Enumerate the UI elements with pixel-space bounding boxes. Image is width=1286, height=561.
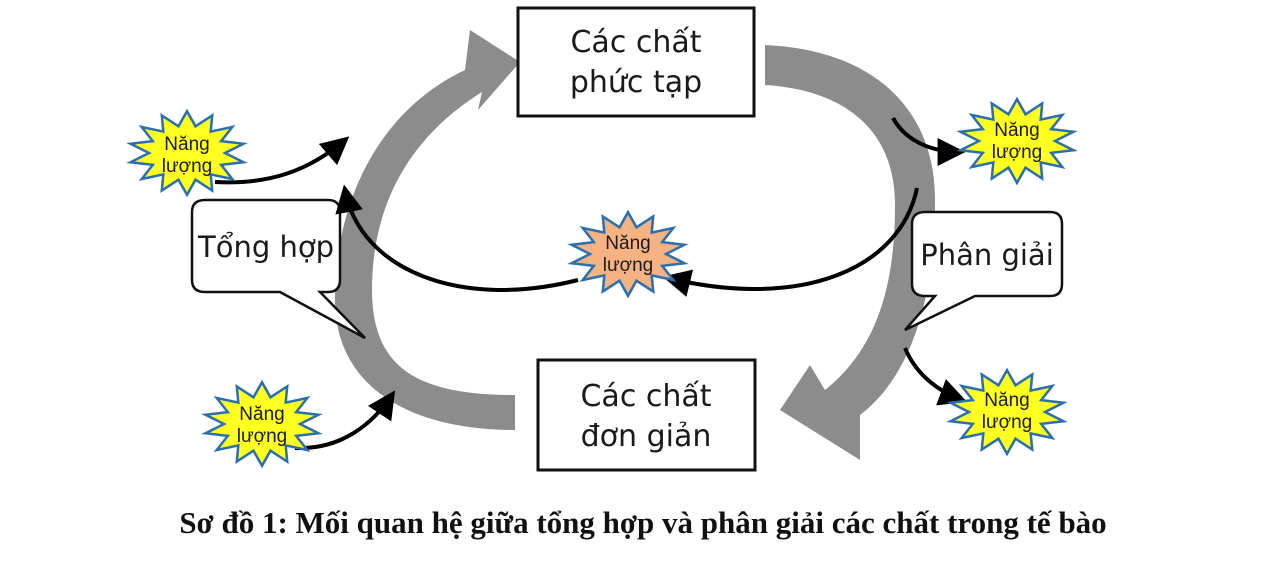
energy-out-arrow-top — [891, 116, 966, 166]
complex-box-line1: Các chất — [570, 25, 701, 60]
breakdown-cycle-arrow — [765, 45, 935, 460]
complex-box-line2: phức tạp — [570, 65, 702, 100]
energy-label-line2: lượng — [992, 142, 1043, 163]
energy-label-line1: Năng — [984, 390, 1029, 411]
simple-substances-box: Các chất đơn giản — [536, 358, 757, 472]
energy-in-arrow-top — [214, 136, 350, 185]
energy-transfer-arrow-left — [335, 184, 579, 292]
energy-label-line1: Năng — [994, 120, 1039, 141]
energy-burst-center: Năng lượng — [567, 209, 689, 299]
energy-label-line2: lượng — [603, 255, 654, 276]
synthesis-label: Tổng hợp — [197, 230, 334, 264]
energy-out-arrow-bottom — [903, 347, 968, 406]
energy-burst-top-right: Năng lượng — [956, 96, 1078, 186]
simple-box-line2: đơn giản — [581, 419, 712, 454]
diagram-canvas: Các chất phức tạp Các chất đơn giản Tổng… — [126, 6, 1078, 472]
energy-burst-bottom-left: Năng lượng — [201, 379, 323, 469]
energy-label-line1: Năng — [239, 404, 284, 425]
energy-label-line1: Năng — [164, 134, 209, 155]
energy-label-line2: lượng — [237, 426, 288, 447]
complex-substances-box: Các chất phức tạp — [516, 6, 756, 118]
simple-box-line1: Các chất — [580, 379, 711, 414]
energy-label-line2: lượng — [162, 156, 213, 177]
breakdown-callout: Phân giải — [904, 210, 1064, 332]
energy-transfer-arrow-right — [662, 187, 919, 297]
energy-label-line2: lượng — [982, 412, 1033, 433]
synthesis-callout: Tổng hợp — [190, 198, 366, 340]
diagram-caption: Sơ đồ 1: Mối quan hệ giữa tổng hợp và ph… — [179, 505, 1107, 540]
energy-burst-bottom-right: Năng lượng — [946, 367, 1068, 457]
synthesis-cycle-arrow — [335, 30, 520, 430]
breakdown-label: Phân giải — [920, 238, 1054, 272]
energy-burst-top-left: Năng lượng — [126, 108, 248, 198]
energy-in-arrow-bottom — [294, 390, 396, 451]
energy-label-line1: Năng — [605, 233, 650, 254]
